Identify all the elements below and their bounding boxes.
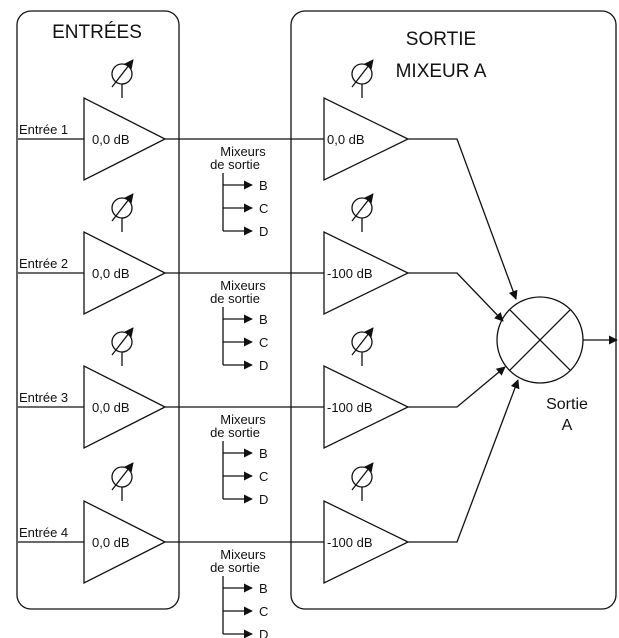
summing-junction — [496, 296, 584, 384]
input-2-gain-knob-circle — [111, 197, 133, 219]
mix-2-gain-knob-arrow — [351, 193, 374, 222]
input-3-gain-knob-circle — [111, 331, 133, 353]
mixers-branch-3-target-b: B — [259, 446, 268, 461]
summing-output-label-line2: A — [562, 417, 573, 434]
mix-1-gain-amplifier — [323, 96, 410, 182]
output-mixer-panel — [290, 10, 617, 610]
input-4-gain-knob-arrow — [111, 462, 134, 491]
inputs-panel-title: ENTRÉES — [52, 22, 142, 43]
input-2-label: Entrée 2 — [19, 256, 68, 271]
output-panel-title-line2: MIXEUR A — [396, 61, 487, 82]
input-3-gain-value: 0,0 dB — [92, 400, 130, 415]
mixers-branch-1-target-d: D — [259, 224, 268, 239]
mix-3-to-sum-arrow — [408, 366, 506, 408]
mix-4-gain-knob-arrow — [351, 462, 374, 491]
mixers-branch-4-target-c: C — [259, 604, 268, 619]
mix-1-gain-knob-arrow — [351, 59, 374, 88]
mix-4-gain-value: -100 dB — [327, 535, 373, 550]
mixers-branch-3-target-d: D — [259, 492, 268, 507]
mixers-branch-2-label-line2: de sortie — [210, 291, 260, 306]
input-2-gain-value: 0,0 dB — [92, 266, 130, 281]
mix-2-gain-value: -100 dB — [327, 266, 373, 281]
mix-3-gain-knob-circle — [351, 331, 373, 353]
mixers-branch-2-target-b: B — [259, 312, 268, 327]
mixers-branch-4-target-b: B — [259, 581, 268, 596]
summing-output-label-line1: Sortie — [546, 396, 588, 413]
inputs-panel — [16, 10, 180, 610]
input-1-label: Entrée 1 — [19, 122, 68, 137]
mix-3-gain-knob-arrow — [351, 327, 374, 356]
mixers-branch-2-target-d: D — [259, 358, 268, 373]
mix-4-gain-knob-circle — [351, 466, 373, 488]
input-4-gain-knob-circle — [111, 466, 133, 488]
mixers-branch-4-label-line2: de sortie — [210, 560, 260, 575]
input-3-gain-amplifier — [83, 364, 167, 450]
mix-3-gain-amplifier — [323, 364, 410, 450]
input-2-gain-amplifier — [83, 230, 167, 316]
input-1-gain-value: 0,0 dB — [92, 132, 130, 147]
mixers-branch-3-label-line2: de sortie — [210, 425, 260, 440]
mix-1-gain-value: 0,0 dB — [327, 132, 365, 147]
mix-4-to-sum-arrow — [408, 379, 520, 543]
input-3-gain-knob-arrow — [111, 327, 134, 356]
mixers-branch-4-label-line1: Mixeurs — [220, 547, 266, 562]
input-1-gain-amplifier — [83, 96, 167, 182]
mix-4-gain-amplifier — [323, 499, 410, 585]
mixers-branch-2-label-line1: Mixeurs — [220, 278, 266, 293]
mixers-branch-1-target-b: B — [259, 178, 268, 193]
mix-2-to-sum-arrow — [408, 272, 504, 322]
input-4-label: Entrée 4 — [19, 525, 68, 540]
output-panel-title-line1: SORTIE — [406, 29, 476, 50]
mixers-branch-3-label-line1: Mixeurs — [220, 412, 266, 427]
mixers-branch-2-target-c: C — [259, 335, 268, 350]
mixers-branch-3-target-c: C — [259, 469, 268, 484]
input-1-gain-knob-circle — [111, 63, 133, 85]
mixers-branch-1-label-line1: Mixeurs — [220, 144, 266, 159]
input-3-label: Entrée 3 — [19, 390, 68, 405]
mix-3-gain-value: -100 dB — [327, 400, 373, 415]
mix-1-to-sum-arrow — [408, 138, 518, 300]
mixers-branch-1-target-c: C — [259, 201, 268, 216]
input-2-gain-knob-arrow — [111, 193, 134, 222]
input-1-gain-knob-arrow — [111, 59, 134, 88]
mix-2-gain-knob-circle — [351, 197, 373, 219]
mix-2-gain-amplifier — [323, 230, 410, 316]
input-4-gain-value: 0,0 dB — [92, 535, 130, 550]
input-4-gain-amplifier — [83, 499, 167, 585]
mixers-branch-1-label-line2: de sortie — [210, 157, 260, 172]
mix-1-gain-knob-circle — [351, 63, 373, 85]
mixers-branch-4-target-d: D — [259, 627, 268, 638]
